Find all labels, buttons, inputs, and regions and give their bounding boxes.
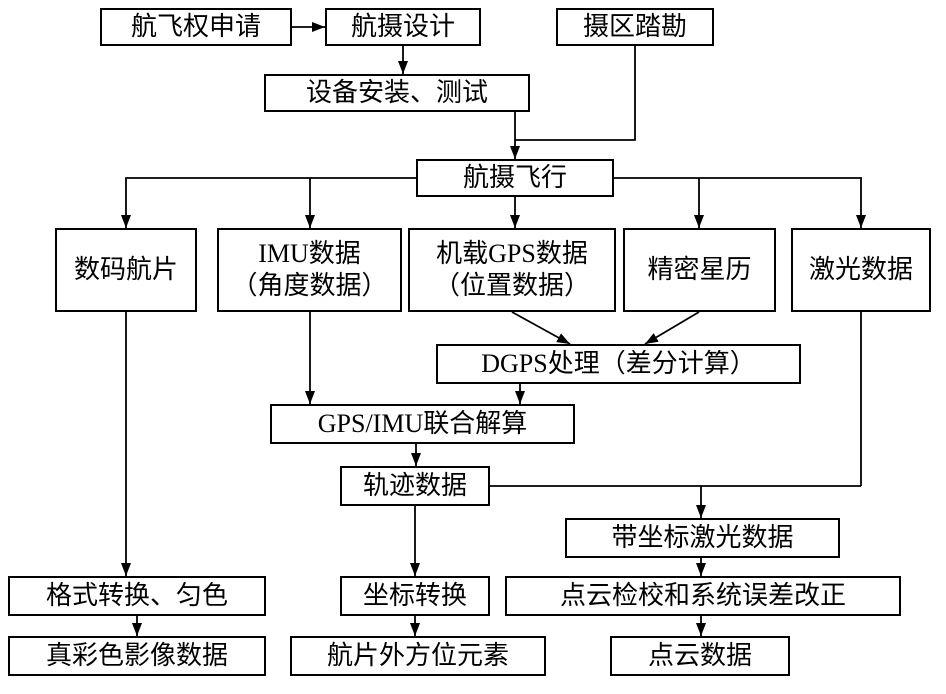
node-trajectory: 轨迹数据 — [340, 466, 490, 506]
node-equipment: 设备安装、测试 — [264, 74, 530, 112]
arrow-flight-to-digital-photos — [121, 177, 416, 228]
node-true-color: 真彩色影像数据 — [8, 636, 266, 676]
node-imu: IMU数据 （角度数据） — [217, 228, 402, 312]
node-exterior: 航片外方位元素 — [290, 636, 546, 676]
line-survey-to-flight — [515, 46, 636, 141]
node-format-conv: 格式转换、匀色 — [8, 576, 266, 616]
node-flight: 航摄飞行 — [416, 159, 614, 197]
arrow-flight-to-laser — [614, 177, 866, 228]
node-site-survey: 摄区踏勘 — [556, 8, 714, 46]
node-ephemeris: 精密星历 — [623, 228, 776, 312]
node-gps-imu: GPS/IMU联合解算 — [270, 404, 575, 444]
node-laser-coord: 带坐标激光数据 — [565, 518, 840, 558]
arrow-gps-to-dgps — [511, 311, 571, 345]
node-digital-photos: 数码航片 — [55, 228, 197, 312]
node-cloud-calib: 点云检校和系统误差改正 — [505, 576, 901, 616]
node-laser: 激光数据 — [791, 228, 931, 312]
node-aerial-design: 航摄设计 — [325, 8, 481, 46]
node-flight-permit: 航飞权申请 — [100, 8, 292, 46]
node-coord-conv: 坐标转换 — [340, 576, 490, 616]
node-gps: 机载GPS数据 （位置数据） — [408, 228, 616, 312]
node-dgps: DGPS处理（差分计算） — [436, 344, 801, 384]
arrow-ephemeris-to-dgps — [644, 311, 700, 345]
node-point-cloud: 点云数据 — [610, 636, 790, 676]
